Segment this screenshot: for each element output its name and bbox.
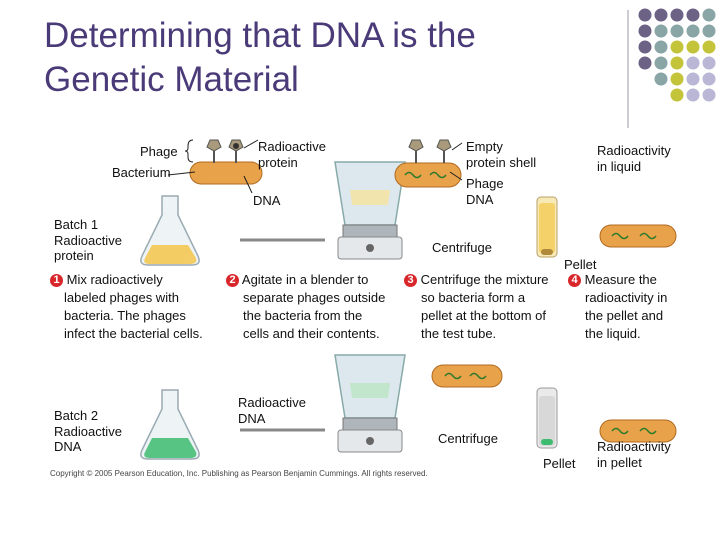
decorative-dot bbox=[702, 56, 716, 70]
decorative-dot bbox=[638, 8, 652, 22]
decorative-dot bbox=[654, 24, 668, 38]
label-pellet-2: Pellet bbox=[543, 456, 576, 471]
label-radioactivity-in-pellet: Radioactivity in pellet bbox=[597, 439, 671, 470]
decorative-dot bbox=[702, 8, 716, 22]
title-line-1: Determining that DNA is the bbox=[44, 16, 476, 55]
blender-1 bbox=[334, 161, 406, 260]
decorative-dot bbox=[686, 40, 700, 54]
label-bacterium: Bacterium bbox=[112, 165, 171, 180]
label-centrifuge-1: Centrifuge bbox=[432, 240, 492, 255]
label-centrifuge-2: Centrifuge bbox=[438, 431, 498, 446]
label-batch-1: Batch 1 Radioactive protein bbox=[54, 217, 122, 263]
decorative-dot bbox=[670, 24, 684, 38]
label-radioactive-dna: Radioactive DNA bbox=[238, 395, 306, 426]
decorative-dot bbox=[686, 88, 700, 102]
step-4: 4 Measure the radioactivity in the pelle… bbox=[568, 271, 667, 343]
decorative-dot bbox=[654, 56, 668, 70]
step-1: 1 Mix radioactively labeled phages with … bbox=[50, 271, 203, 343]
decorative-dot bbox=[686, 24, 700, 38]
decorative-dot bbox=[670, 56, 684, 70]
decorative-dot bbox=[654, 8, 668, 22]
label-batch-2: Batch 2 Radioactive DNA bbox=[54, 408, 122, 454]
step-1-number: 1 bbox=[50, 274, 63, 288]
decorative-dot bbox=[702, 88, 716, 102]
flask-batch-2 bbox=[140, 389, 200, 460]
bacterium-with-empty-shells bbox=[394, 139, 463, 188]
pellet-bacterium-1 bbox=[599, 224, 677, 248]
step-4-number: 4 bbox=[568, 274, 581, 288]
label-radioactive-protein: Radioactive protein bbox=[258, 139, 326, 170]
copyright-notice: Copyright © 2005 Pearson Education, Inc.… bbox=[50, 469, 428, 478]
phage-infection-illustration bbox=[167, 139, 263, 194]
step-2-number: 2 bbox=[226, 274, 239, 288]
decorative-dot bbox=[638, 56, 652, 70]
decorative-dot bbox=[670, 8, 684, 22]
decorative-dot bbox=[686, 56, 700, 70]
blender-2 bbox=[334, 354, 406, 453]
label-dna: DNA bbox=[253, 193, 281, 208]
label-phage-dna: Phage DNA bbox=[466, 176, 504, 207]
title-line-2: Genetic Material bbox=[44, 60, 299, 99]
bacteria-row-bottom bbox=[431, 364, 503, 388]
label-radioactivity-in-liquid: Radioactivity in liquid bbox=[597, 143, 671, 174]
step-2: 2 Agitate in a blender to separate phage… bbox=[226, 271, 385, 343]
centrifuge-tube-2 bbox=[536, 387, 558, 449]
label-phage: Phage bbox=[140, 144, 178, 159]
label-empty-protein-shell: Empty protein shell bbox=[466, 139, 537, 170]
decorative-dot bbox=[702, 72, 716, 86]
step-3-number: 3 bbox=[404, 274, 417, 288]
decorative-dot bbox=[670, 88, 684, 102]
decorative-dot bbox=[686, 72, 700, 86]
decorative-dot bbox=[670, 40, 684, 54]
decorative-dot bbox=[654, 40, 668, 54]
decorative-dot bbox=[654, 72, 668, 86]
decorative-dot bbox=[670, 72, 684, 86]
decorative-dot bbox=[702, 40, 716, 54]
centrifuge-tube-1 bbox=[536, 196, 558, 258]
pellet-bacterium-2 bbox=[599, 419, 677, 443]
label-pellet-1: Pellet bbox=[564, 257, 597, 272]
flask-batch-1 bbox=[140, 195, 200, 266]
decorative-dot bbox=[638, 24, 652, 38]
decorative-dot bbox=[702, 24, 716, 38]
step-3: 3 Centrifuge the mixture so bacteria for… bbox=[404, 271, 549, 343]
page-title: Determining that DNA is the Genetic Mate… bbox=[44, 14, 584, 102]
decorative-dot bbox=[686, 8, 700, 22]
decorative-dot bbox=[638, 40, 652, 54]
decorative-dot-grid bbox=[627, 8, 716, 128]
